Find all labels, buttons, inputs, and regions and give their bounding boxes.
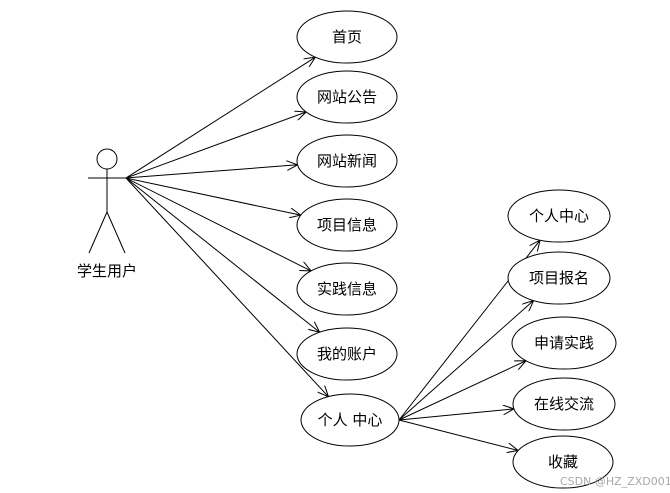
use-case-personal-center: 个人 中心 xyxy=(300,393,400,447)
use-case-online-chat: 在线交流 xyxy=(512,377,616,431)
use-case-project-signup: 项目报名 xyxy=(507,251,611,305)
use-case-ellipse xyxy=(511,316,617,370)
use-case-label: 项目报名 xyxy=(529,269,589,287)
use-case-ellipse xyxy=(507,189,611,243)
use-case-account: 我的账户 xyxy=(296,327,398,381)
association-project-signup xyxy=(398,301,534,421)
association-project-info xyxy=(125,177,301,215)
use-case-ellipse xyxy=(296,10,398,64)
association-favorites xyxy=(398,419,518,451)
use-case-notice: 网站公告 xyxy=(296,70,398,124)
actor-right-leg xyxy=(106,211,126,254)
association-account xyxy=(125,177,320,332)
use-case-practice-info: 实践信息 xyxy=(296,262,398,316)
use-case-label: 个人中心 xyxy=(529,207,589,225)
association-apply-practice xyxy=(398,361,526,421)
use-case-project-info: 项目信息 xyxy=(296,198,398,252)
use-case-ellipse xyxy=(296,198,398,252)
use-case-ellipse xyxy=(296,70,398,124)
watermark: CSDN @HZ_ZXD001 xyxy=(560,475,670,488)
association-online-chat xyxy=(398,409,514,421)
use-case-label: 个人 中心 xyxy=(318,411,383,429)
use-case-label: 实践信息 xyxy=(317,280,377,298)
use-case-ellipse xyxy=(512,377,616,431)
actor-head xyxy=(96,148,118,170)
actor: 学生用户 xyxy=(77,148,137,280)
actor-left-leg xyxy=(88,211,108,254)
use-case-favorites: 收藏 xyxy=(512,435,614,489)
use-case-label: 项目信息 xyxy=(317,216,377,234)
use-case-ellipse xyxy=(300,393,400,447)
actor-label: 学生用户 xyxy=(77,262,137,280)
association-notice xyxy=(125,112,306,179)
use-case-apply-practice: 申请实践 xyxy=(511,316,617,370)
association-personal-center xyxy=(125,177,328,397)
use-case-label: 网站新闻 xyxy=(317,152,377,170)
associations xyxy=(125,57,540,451)
use-case-ellipse xyxy=(296,327,398,381)
use-case-ellipse xyxy=(296,134,398,188)
use-case-home: 首页 xyxy=(296,10,398,64)
use-case-label: 收藏 xyxy=(548,453,578,471)
use-case-label: 网站公告 xyxy=(317,88,377,106)
use-case-ellipse xyxy=(296,262,398,316)
use-case-label: 首页 xyxy=(332,28,362,46)
use-case-news: 网站新闻 xyxy=(296,134,398,188)
use-case-ellipse xyxy=(507,251,611,305)
use-case-label: 在线交流 xyxy=(534,395,594,413)
use-case-ellipse xyxy=(512,435,614,489)
use-case-sub-personal-center: 个人中心 xyxy=(507,189,611,243)
use-case-label: 申请实践 xyxy=(534,334,594,352)
association-news xyxy=(125,165,298,179)
association-practice-info xyxy=(125,177,311,271)
use-case-label: 我的账户 xyxy=(317,345,377,363)
association-home xyxy=(125,57,315,179)
